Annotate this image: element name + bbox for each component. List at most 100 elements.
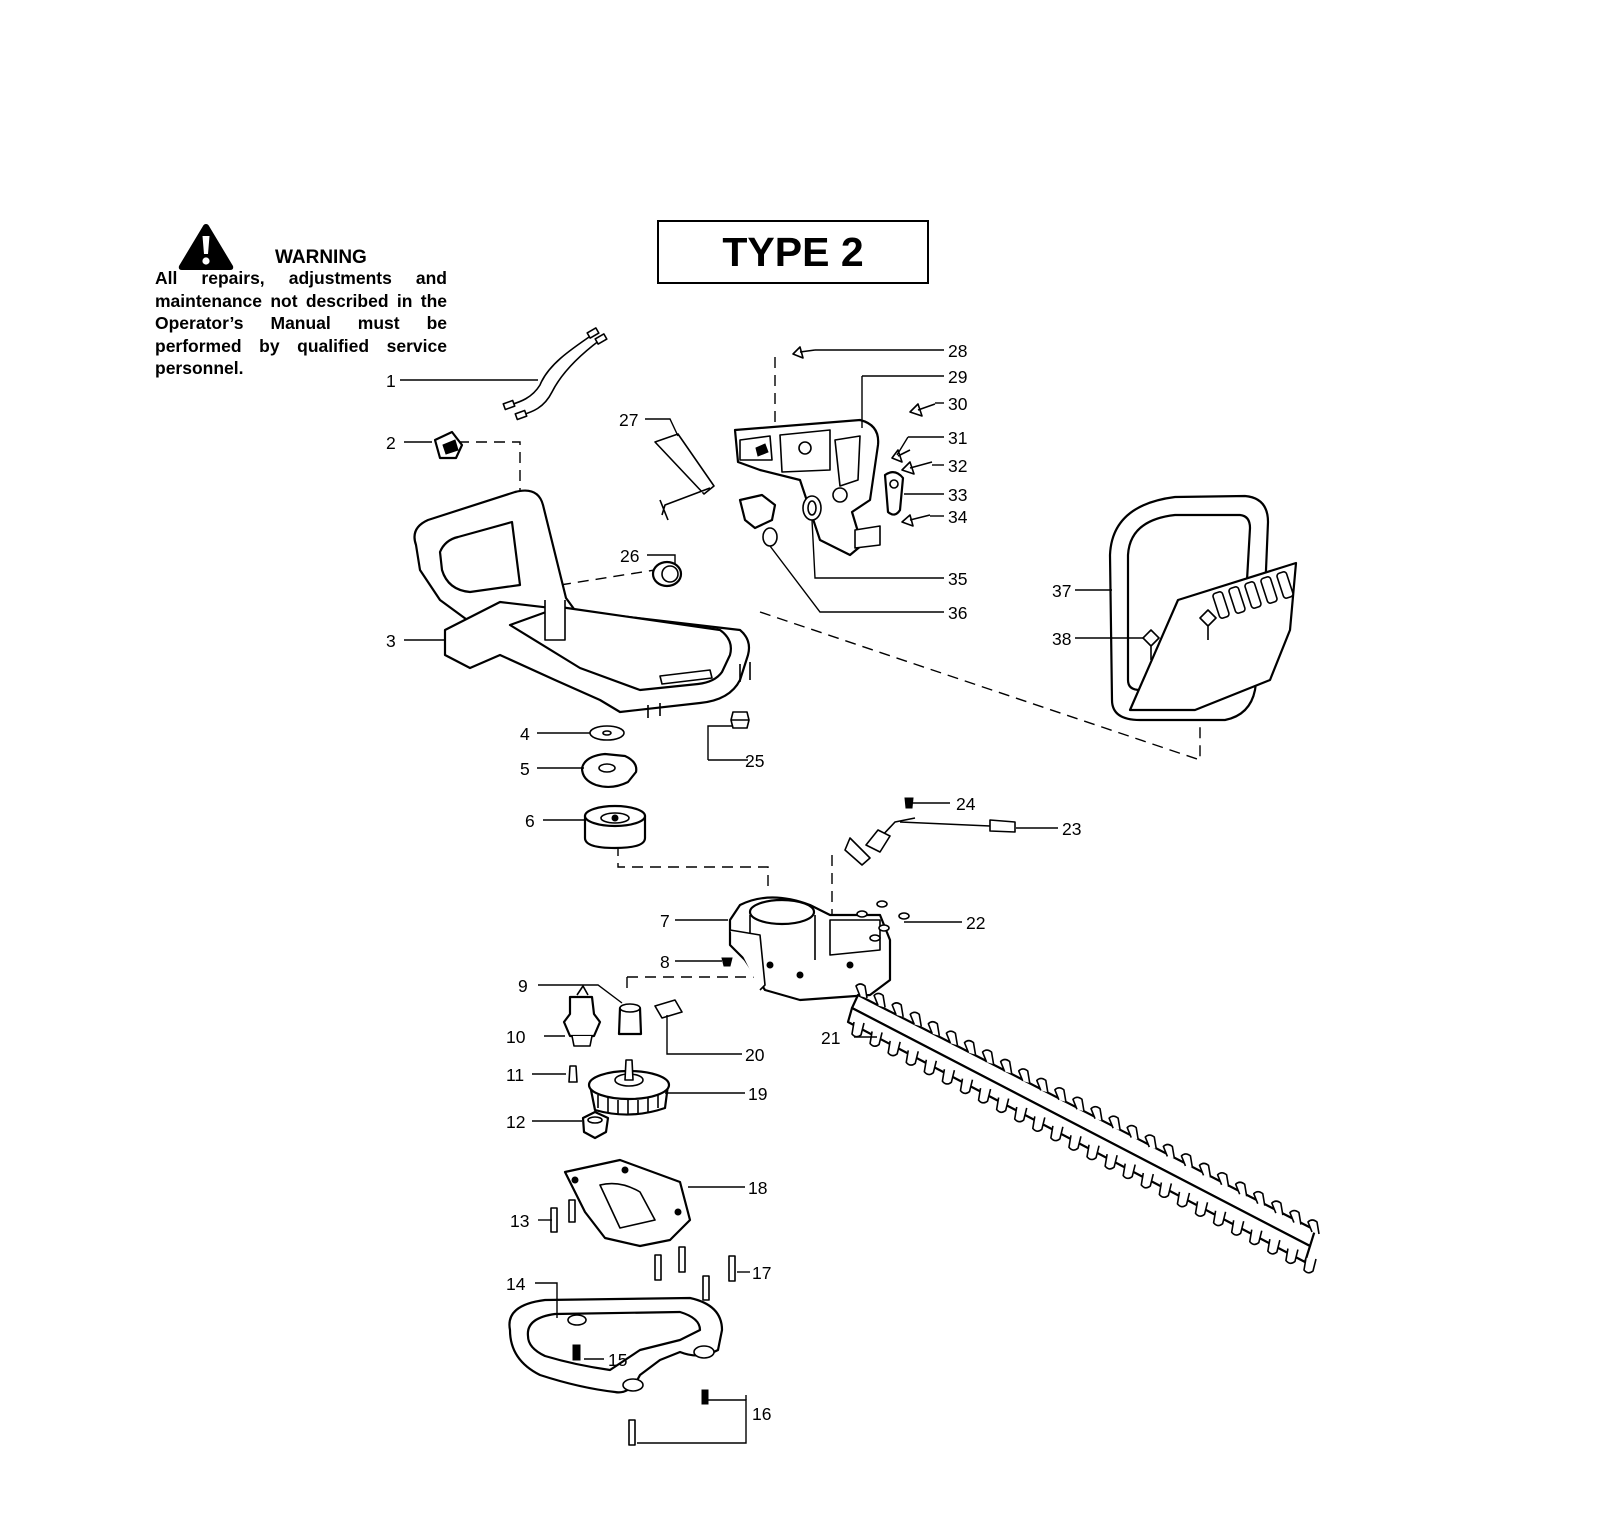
part-19-large-gear	[587, 1059, 671, 1116]
part-12-nut	[581, 1110, 610, 1140]
blade-tooth-top	[981, 1049, 995, 1065]
part-10-crankshaft	[562, 985, 602, 1047]
callout-27: 27	[619, 410, 638, 430]
blade-tooth-top	[1108, 1115, 1121, 1131]
blade-tooth-bottom	[1122, 1163, 1136, 1180]
part-6-clutch-drum	[583, 804, 647, 850]
callout-37: 37	[1052, 581, 1071, 601]
blade-tooth-top	[1017, 1068, 1031, 1084]
blade-tooth-top	[1144, 1134, 1158, 1150]
callout-11: 11	[506, 1065, 524, 1085]
blade-tooth-top	[927, 1020, 941, 1036]
callout-7: 7	[660, 911, 670, 931]
callout-22: 22	[966, 913, 985, 933]
part-9-gear	[617, 1003, 643, 1036]
part-27-throttle-rod	[654, 433, 715, 521]
part-5-clutch-shoe	[580, 752, 638, 789]
part-18-bottom-cover	[563, 1158, 692, 1248]
blade-tooth-bottom	[1194, 1201, 1209, 1217]
callout-32: 32	[948, 456, 967, 476]
blade-tooth-top	[873, 992, 886, 1008]
warning-title: WARNING	[275, 247, 367, 268]
callout-33: 33	[948, 485, 967, 505]
callout-38: 38	[1052, 629, 1071, 649]
callout-6: 6	[525, 811, 535, 831]
blade-tooth-top	[891, 1002, 904, 1018]
blade-tooth-top	[1054, 1087, 1067, 1102]
warning-text: All repairs, adjustments and maintenance…	[155, 268, 447, 378]
blade-tooth-bottom	[1086, 1144, 1100, 1161]
callout-29: 29	[948, 367, 967, 387]
blade-tooth-top	[1271, 1200, 1284, 1216]
part-34-35-36-trigger-parts	[738, 493, 881, 549]
part-11-screw	[568, 1065, 578, 1083]
leader-lines	[400, 349, 1143, 1444]
callout-23: 23	[1062, 819, 1081, 839]
blade-tooth-top	[945, 1030, 959, 1046]
blade-tooth-bottom	[1158, 1182, 1173, 1199]
blade-tooth-top	[1162, 1143, 1176, 1159]
callout-5: 5	[520, 759, 530, 779]
part-2-switch	[433, 430, 464, 460]
part-33-trigger	[883, 471, 905, 516]
callout-1: 1	[386, 371, 396, 391]
callout-25: 25	[745, 751, 764, 771]
callout-14: 14	[506, 1274, 526, 1294]
part-4-washer	[589, 725, 625, 741]
part-8-screw	[721, 957, 733, 967]
callout-30: 30	[948, 394, 968, 414]
part-13-17-screws	[550, 1199, 736, 1301]
callout-2: 2	[386, 433, 396, 453]
blade-tooth-bottom	[851, 1021, 865, 1038]
callout-34: 34	[948, 507, 968, 527]
callout-19: 19	[748, 1084, 767, 1104]
blade-tooth-top	[1252, 1190, 1266, 1206]
blade-tooth-bottom	[1267, 1238, 1281, 1255]
callout-28: 28	[948, 341, 967, 361]
blade-tooth-bottom	[995, 1097, 1010, 1114]
type-label: TYPE 2	[657, 220, 929, 284]
blade-tooth-bottom	[1285, 1248, 1299, 1265]
callout-24: 24	[956, 794, 976, 814]
blade-tooth-top	[963, 1039, 977, 1055]
callout-3: 3	[386, 631, 396, 651]
blade-tooth-top	[1036, 1077, 1049, 1093]
callout-35: 35	[948, 569, 967, 589]
callout-17: 17	[752, 1263, 771, 1283]
callout-26: 26	[620, 546, 639, 566]
callout-12: 12	[506, 1112, 525, 1132]
blade-tooth-bottom	[1248, 1229, 1263, 1246]
part-3-handle-housing	[413, 489, 751, 718]
blade-tooth-bottom	[1104, 1154, 1118, 1170]
blade-tooth-bottom	[887, 1040, 901, 1057]
part-21-cutter-blade	[846, 983, 1320, 1274]
callout-16: 16	[752, 1404, 771, 1424]
blade-tooth-bottom	[977, 1087, 992, 1104]
blade-tooth-bottom	[1303, 1257, 1317, 1274]
blade-tooth-top	[999, 1058, 1013, 1074]
part-23-throttle-cable	[844, 817, 1016, 866]
blade-tooth-top	[1072, 1096, 1085, 1112]
part-20-pad	[654, 999, 683, 1019]
blade-tooth-top	[1090, 1105, 1103, 1121]
blade-tooth-top	[1216, 1172, 1230, 1187]
blade-tooth-top	[1289, 1209, 1302, 1225]
blade-tooth-bottom	[1140, 1172, 1155, 1189]
part-7-gear-housing	[728, 896, 892, 1002]
blade-tooth-top	[1126, 1124, 1139, 1140]
blade-tooth-bottom	[959, 1078, 974, 1095]
blade-tooth-bottom	[1013, 1106, 1028, 1123]
callout-20: 20	[745, 1045, 765, 1065]
part-25-grommets	[730, 711, 750, 729]
callout-8: 8	[660, 952, 670, 972]
blade-tooth-top	[1234, 1181, 1248, 1197]
blade-tooth-bottom	[1068, 1135, 1082, 1151]
warning-triangle-icon	[178, 224, 234, 270]
blade-tooth-bottom	[1050, 1125, 1064, 1142]
part-15-16-screws	[572, 1344, 709, 1446]
callout-31: 31	[948, 428, 967, 448]
blade-tooth-bottom	[1176, 1191, 1191, 1208]
blade-tooth-bottom	[1212, 1210, 1227, 1227]
part-38-screws	[1142, 609, 1217, 660]
